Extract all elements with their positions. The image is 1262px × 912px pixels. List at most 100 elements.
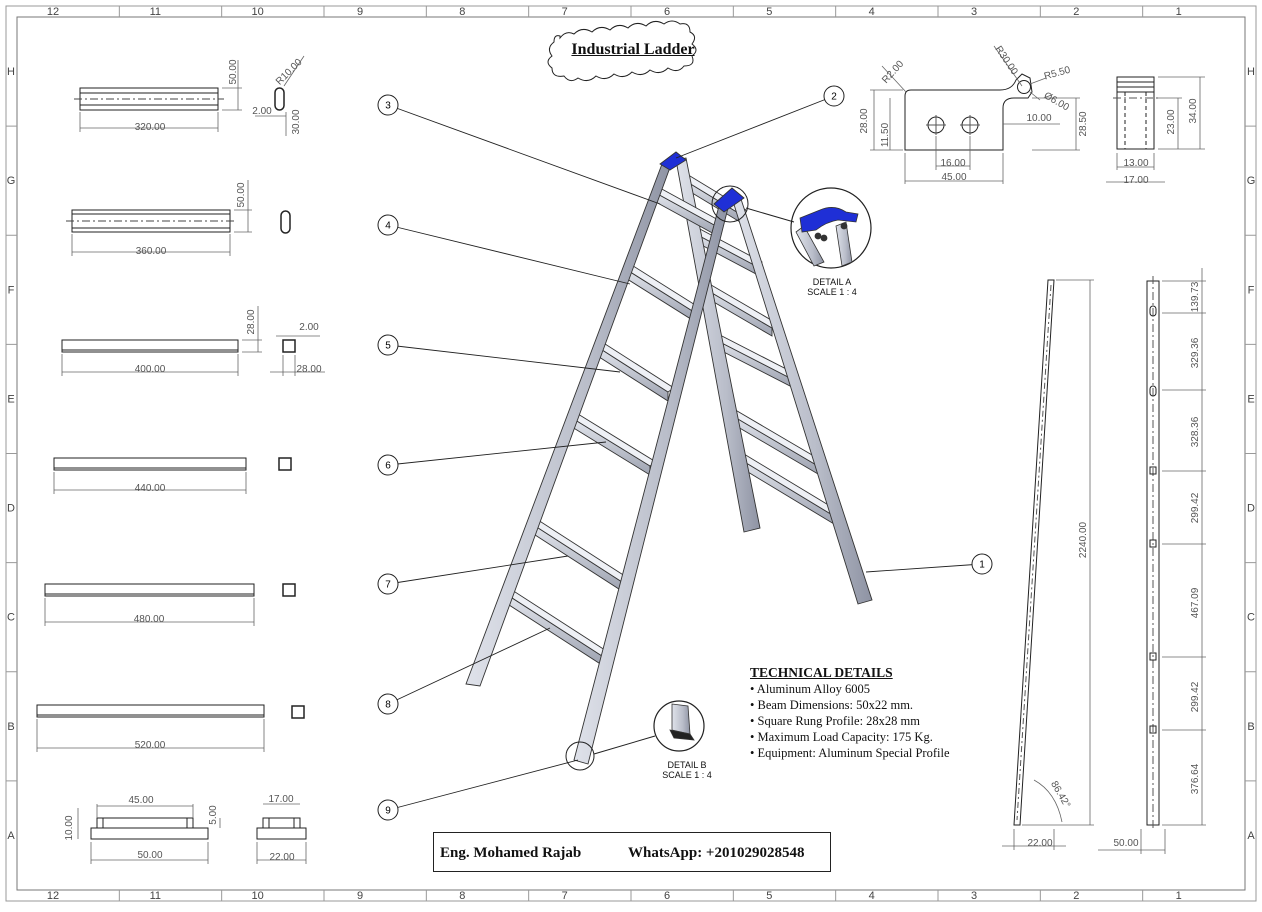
grid-column-label: 5 — [766, 6, 772, 18]
dim-side-base: 22.00 — [1027, 838, 1052, 849]
technical-details: TECHNICAL DETAILS • Aluminum Alloy 6005 … — [750, 665, 1050, 761]
technical-item: • Beam Dimensions: 50x22 mm. — [750, 698, 914, 712]
dim-bracket-r3: R5.50 — [1043, 65, 1072, 83]
dim-bracket-side-h2: 34.00 — [1188, 98, 1199, 123]
title-cloud — [547, 20, 697, 82]
dim-rung-1-length: 320.00 — [135, 122, 166, 133]
dim-rail-spacing-2: 329.36 — [1190, 337, 1201, 368]
grid-column-label: 11 — [150, 890, 161, 902]
rung-dimension-lines — [36, 55, 325, 752]
ladder-rung-top — [531, 519, 629, 583]
dim-bracket-h3: 28.50 — [1078, 111, 1089, 136]
rung-3-view — [61, 339, 239, 353]
dim-foot-step: 5.00 — [208, 805, 219, 825]
dim-rung-1-height: 50.00 — [228, 59, 239, 84]
dim-bracket-side-h1: 23.00 — [1166, 109, 1177, 134]
dim-bracket-r1: R2.00 — [880, 58, 906, 86]
rung-6-view — [36, 704, 265, 718]
dim-bracket-h2: 11.50 — [880, 122, 891, 147]
detail-labels: DETAIL A SCALE 1 : 4 DETAIL B SCALE 1 : … — [662, 277, 857, 780]
grid-row-label: H — [7, 66, 15, 78]
dim-rung-5-length: 480.00 — [134, 614, 165, 625]
rail-hole-3 — [1149, 652, 1157, 661]
grid-column-label: 9 — [357, 6, 363, 18]
dim-rail-spacing-7: 376.64 — [1190, 763, 1201, 794]
ladder-rung-top — [571, 413, 657, 467]
dim-bracket-side-w2: 17.00 — [1123, 175, 1148, 186]
grid-column-label: 5 — [766, 890, 772, 902]
grid-column-label: 7 — [562, 890, 568, 902]
ladder-rung-top — [595, 341, 675, 393]
dim-rail-spacing-3: 328.36 — [1190, 416, 1201, 447]
grid-row-label: C — [7, 612, 15, 624]
technical-item: • Maximum Load Capacity: 175 Kg. — [750, 730, 933, 744]
dim-bracket-width: 45.00 — [941, 172, 966, 183]
rung-3-profile — [282, 339, 296, 353]
rail-hole-1 — [1149, 466, 1157, 475]
grid-column-label: 4 — [869, 6, 875, 18]
balloon-circle — [377, 799, 399, 821]
ladder-rung — [595, 345, 669, 402]
grid-row-label: F — [1248, 284, 1255, 296]
grid-row-label: B — [7, 721, 14, 733]
grid-column-label: 10 — [252, 6, 264, 18]
technical-item: • Square Rung Profile: 28x28 mm — [750, 714, 920, 728]
technical-item: • Equipment: Aluminum Special Profile — [750, 746, 950, 760]
rung-6-profile — [291, 705, 305, 719]
rail-hole-2 — [1149, 539, 1157, 548]
detail-b-scale: SCALE 1 : 4 — [662, 770, 712, 780]
foot-side-base — [256, 827, 307, 840]
ladder-rung — [505, 593, 603, 666]
grid-column-label: 9 — [357, 890, 363, 902]
rung-5-view — [44, 583, 255, 597]
rail-hole-4 — [1149, 725, 1157, 734]
hinge-bracket-view — [904, 73, 1158, 151]
whatsapp-contact: WhatsApp: +201029028548 — [628, 845, 805, 861]
detail-a — [711, 185, 872, 269]
dim-rung-3-length: 400.00 — [135, 364, 166, 375]
grid-column-label: 10 — [252, 890, 264, 902]
balloon-number: 4 — [385, 221, 391, 232]
dimension-texts: 320.00 50.00 R10.00 2.00 30.00 360.00 50… — [64, 44, 1199, 863]
grid-column-label: 11 — [150, 6, 161, 18]
grid-column-label: 2 — [1073, 890, 1079, 902]
grid-column-label: 4 — [869, 890, 875, 902]
balloon-circle — [823, 85, 845, 107]
grid-row-label: G — [7, 175, 16, 187]
balloon-circle — [971, 553, 993, 575]
balloon-number: 6 — [385, 461, 391, 472]
dim-foot-bottom: 50.00 — [137, 850, 162, 861]
rung-4-view — [53, 457, 247, 471]
ladder-isometric — [465, 151, 873, 765]
dim-bracket-h1: 28.00 — [859, 108, 870, 133]
balloon-circle — [377, 94, 399, 116]
grid-column-label: 3 — [971, 6, 977, 18]
balloon-circle — [377, 214, 399, 236]
balloon-number: 7 — [385, 580, 391, 591]
dim-bracket-edge: 10.00 — [1026, 113, 1051, 124]
detail-a-scale: SCALE 1 : 4 — [807, 287, 857, 297]
engineer-name: Eng. Mohamed Rajab — [440, 845, 582, 861]
grid-row-label: E — [7, 393, 14, 405]
rail-slot-2 — [1149, 385, 1157, 397]
rung-4-profile — [278, 457, 292, 471]
grid-ticks — [6, 6, 1256, 901]
grid-column-label: 3 — [971, 890, 977, 902]
dim-bracket-hole: Ø6.00 — [1042, 90, 1071, 113]
detail-b — [565, 700, 705, 771]
dim-foot-side-bottom: 22.00 — [269, 852, 294, 863]
dim-rung-6-length: 520.00 — [135, 740, 166, 751]
foot-views — [90, 817, 307, 840]
dim-rung-3-wall: 2.00 — [299, 322, 319, 333]
bracket-side-view — [1116, 76, 1155, 150]
grid-column-label: 6 — [664, 890, 670, 902]
ladder-rung — [531, 523, 623, 592]
foot-top — [96, 817, 194, 829]
dim-bracket-spacing: 16.00 — [940, 158, 965, 169]
ladder-rung-top — [623, 263, 701, 313]
dim-foot-side-top: 17.00 — [268, 794, 293, 805]
dim-rail-spacing-4: 299.42 — [1190, 492, 1201, 523]
